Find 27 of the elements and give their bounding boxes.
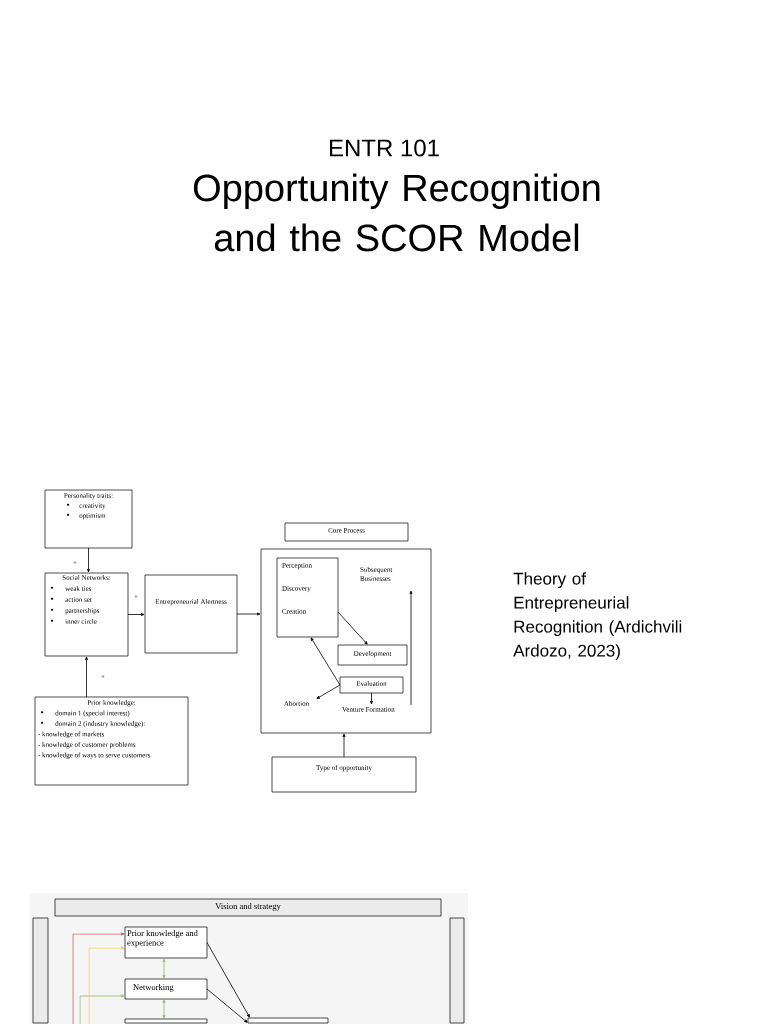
arrow — [236, 612, 261, 616]
side-bar — [449, 917, 465, 1024]
arrow — [316, 684, 341, 699]
process-box: Networking — [124, 978, 208, 1000]
process-box — [124, 1018, 208, 1024]
arrow — [162, 999, 166, 1019]
arrow — [337, 611, 368, 645]
course-code: ENTR 101 — [329, 139, 439, 157]
arrow — [162, 958, 166, 979]
arrow — [206, 988, 248, 1023]
side-bar — [32, 917, 49, 1024]
arrow — [206, 942, 250, 1018]
slide-title: Opportunity Recognition and the SCOR Model — [193, 173, 600, 252]
caption-text: Theory of Entrepreneurial Recognition (Ardichvili Ardozo, 2023) — [513, 572, 682, 661]
heading-bar: Vision and strategy — [54, 898, 442, 917]
arrow — [409, 590, 413, 706]
arrow — [88, 946, 125, 1024]
process-box: Prior knowledge and experience — [124, 926, 208, 959]
arrow — [370, 692, 373, 705]
arrow — [72, 932, 125, 1024]
arrow — [342, 733, 346, 758]
arrow — [85, 656, 88, 698]
arrow — [310, 637, 341, 686]
arrow — [87, 547, 90, 573]
process-box — [247, 1017, 329, 1024]
arrow — [127, 613, 145, 616]
arrow — [79, 994, 125, 1024]
